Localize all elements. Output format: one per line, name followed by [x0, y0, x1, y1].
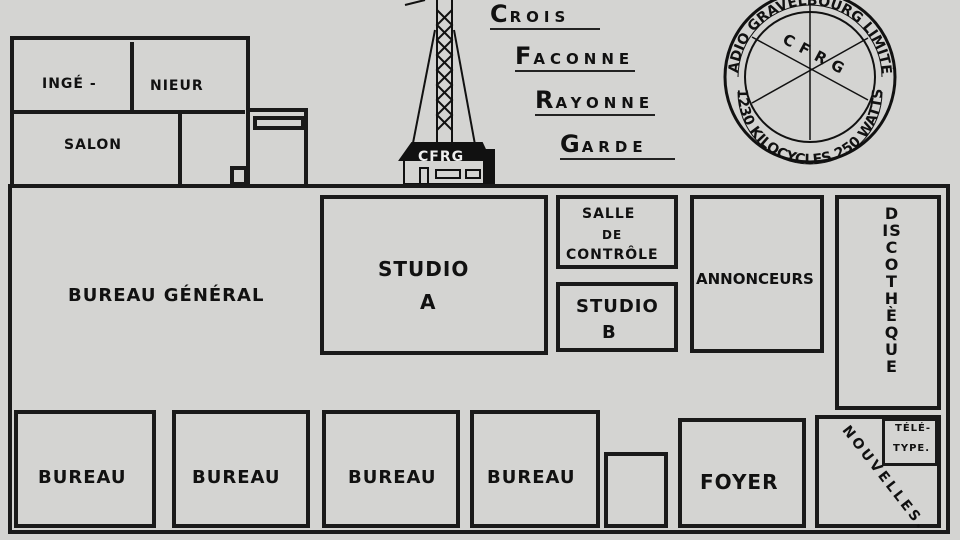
room-nouvelles: [815, 415, 941, 528]
room-bureau-4: [470, 410, 600, 528]
room-control: [556, 195, 678, 269]
label-studio-a: STUDIO: [378, 257, 470, 281]
label-inge: INGÉ -: [42, 76, 97, 92]
label-teletype-2: TYPE.: [893, 443, 931, 454]
room-foyer: [678, 418, 806, 528]
label-bureau-general: BUREAU GÉNÉRAL: [68, 285, 265, 306]
label-teletype-1: TÉLÉ-: [895, 423, 932, 434]
label-studio-a-letter: A: [420, 290, 437, 314]
label-bureau-1: BUREAU: [38, 467, 127, 488]
label-bureau-4: BUREAU: [487, 467, 576, 488]
room-annonceurs: [690, 195, 824, 353]
label-studio-b: STUDIO: [576, 296, 659, 317]
station-building-icon: [398, 142, 495, 185]
radio-tower-icon: [404, 0, 477, 151]
label-salon: SALON: [64, 137, 122, 153]
room-discotheque: [835, 195, 941, 410]
room-teletype: [882, 418, 938, 466]
label-nieur: NIEUR: [150, 78, 204, 94]
room-bureau-3: [322, 410, 460, 528]
label-bureau-3: BUREAU: [348, 467, 437, 488]
label-bureau-2: BUREAU: [192, 467, 281, 488]
room-studio-a: [320, 195, 548, 355]
label-discotheque: DISCOTHÈQUE: [882, 204, 902, 376]
building-sign: CFRG: [418, 149, 465, 165]
label-salle: SALLE: [582, 206, 636, 222]
room-bureau-2: [172, 410, 310, 528]
room-bureau-1: [14, 410, 156, 528]
label-foyer: FOYER: [700, 470, 779, 494]
label-studio-b-letter: B: [602, 322, 617, 343]
room-hall: [604, 452, 668, 528]
outer-walls: [8, 36, 950, 534]
label-de: DE: [602, 228, 623, 242]
label-annonceurs: ANNONCEURS: [696, 270, 814, 288]
label-controle: CONTRÔLE: [566, 247, 659, 263]
station-seal: [723, 0, 897, 165]
room-studio-b: [556, 282, 678, 352]
